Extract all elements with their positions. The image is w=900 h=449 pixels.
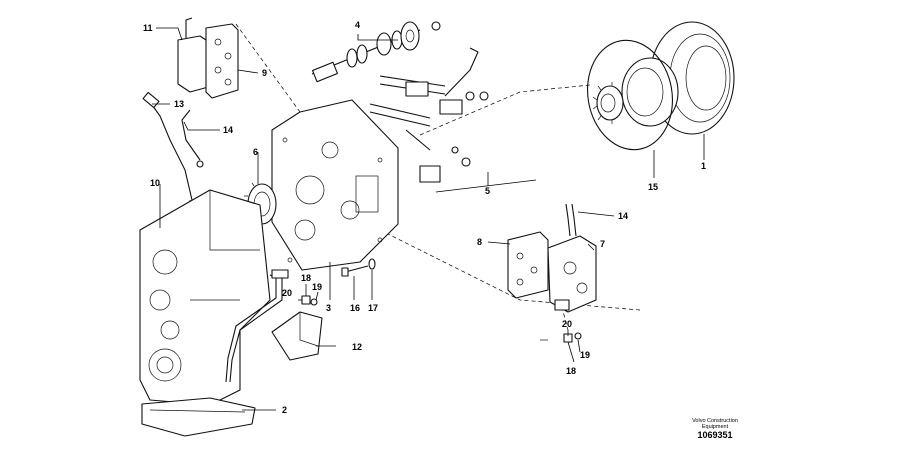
callout-14-right: 14 [618,211,628,221]
leader-lines [152,27,705,411]
credit-line-2: Equipment [702,424,729,430]
hose-fittings [369,47,489,183]
callout-19-left: 19 [312,282,322,292]
callout-4: 4 [355,20,360,30]
control-valve-part [177,17,239,99]
retaining-ring-part [586,39,674,151]
callout-18-left: 18 [301,273,311,283]
callout-10: 10 [150,178,160,188]
callout-11: 11 [143,23,153,33]
callout-9: 9 [262,68,267,78]
oil-pan-part [141,397,256,437]
cover-plate-part [271,99,399,271]
callout-3: 3 [326,303,331,313]
flywheel-part [592,21,735,135]
filler-pipe [225,269,289,383]
callout-2: 2 [282,405,287,415]
callout-8: 8 [477,237,482,247]
callout-12: 12 [352,342,362,352]
callout-17: 17 [368,303,378,313]
transmission-housing-part [139,189,271,406]
callout-13: 13 [174,99,184,109]
gear-shaft-assembly [311,21,441,83]
callout-7: 7 [600,239,605,249]
credit-line-1: Volvo Construction [692,418,738,424]
callout-20-left: 20 [282,288,292,298]
document-number: 1069351 [697,430,732,440]
callout-20-right: 20 [562,319,572,329]
callout-labels: 1 2 3 4 5 6 7 8 9 10 11 12 13 14 14 15 1… [143,20,706,415]
small-fittings-right [540,332,582,343]
bracket-part [271,311,323,361]
callout-15: 15 [648,182,658,192]
valve-block-part [507,203,597,313]
credit-block: Volvo Construction Equipment 1069351 [692,418,738,440]
callout-5: 5 [485,186,490,196]
small-fittings-left [301,295,318,306]
callout-19-right: 19 [580,350,590,360]
callout-1: 1 [701,161,706,171]
callout-14-left: 14 [223,125,233,135]
callout-6: 6 [253,147,258,157]
callout-18-right: 18 [566,366,576,376]
bolt-washer-parts [341,258,376,277]
callout-16: 16 [350,303,360,313]
